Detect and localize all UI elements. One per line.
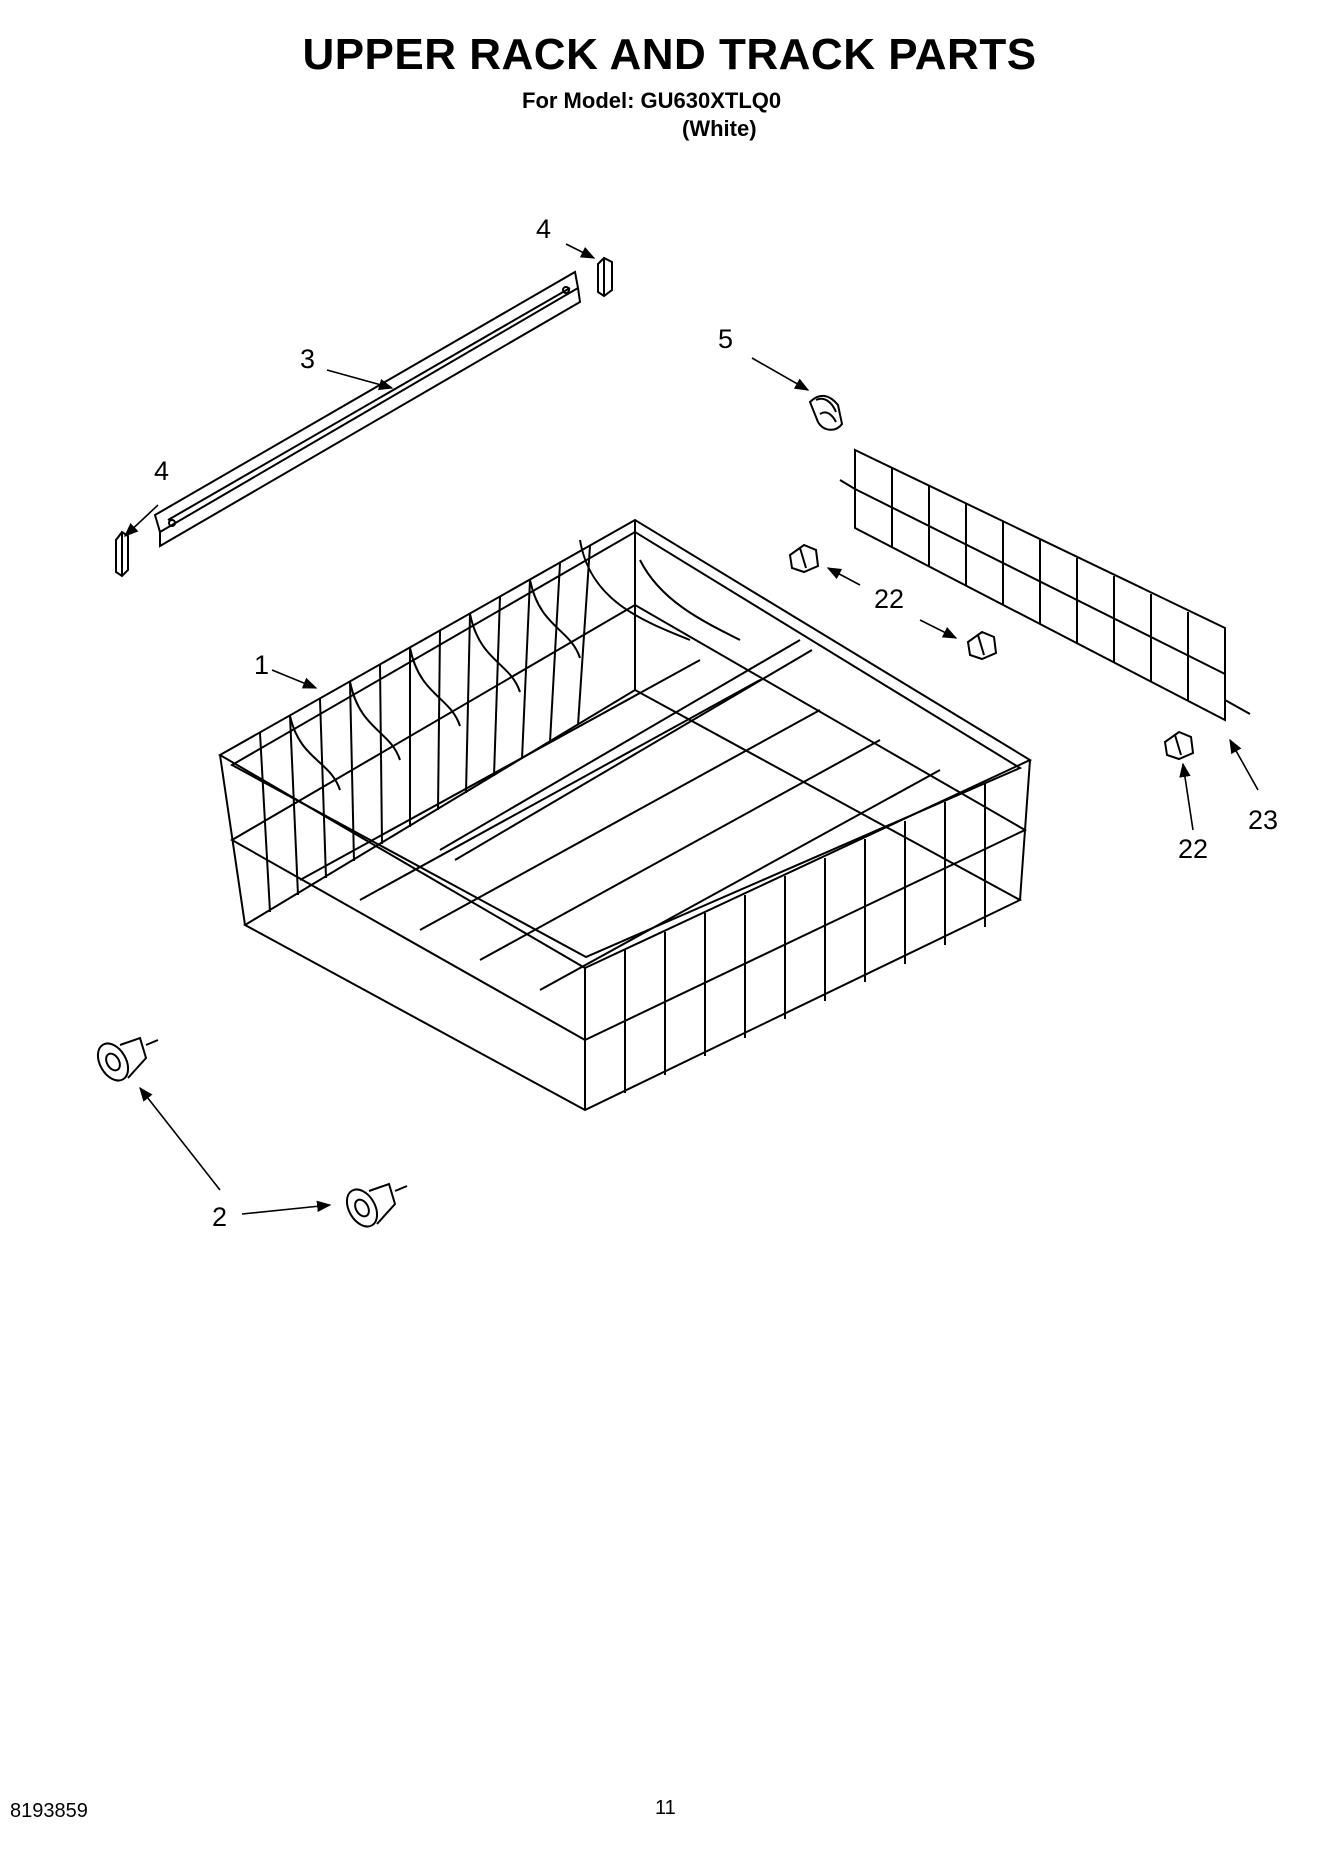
rack-wheel-right-part [345, 1182, 408, 1228]
rack-wheel-left-part [96, 1036, 159, 1082]
page-number: 11 [655, 1797, 676, 1819]
callout-4-top: 4 [536, 214, 552, 244]
leader-lines [123, 243, 1259, 1215]
rack-clip-lower-part [1163, 730, 1195, 761]
track-rail-part [153, 270, 582, 548]
callout-22-right: 22 [1178, 834, 1209, 864]
callout-5: 5 [718, 324, 734, 354]
color-line: (White) [682, 116, 757, 141]
callout-23: 23 [1248, 805, 1279, 835]
rack-clip-upper-part [788, 543, 820, 574]
callout-3: 3 [300, 344, 316, 374]
tine-clip-part [808, 394, 844, 431]
mesh-shield-part [839, 448, 1251, 722]
callout-1: 1 [254, 650, 270, 680]
callout-2: 2 [212, 1202, 228, 1232]
model-line: For Model: GU630XTLQ0 [522, 88, 782, 113]
track-stop-top-part [597, 256, 613, 298]
page-title: UPPER RACK AND TRACK PARTS [302, 30, 1037, 79]
track-stop-left-part [115, 530, 129, 578]
document-number: 8193859 [10, 1800, 88, 1822]
callout-4-left: 4 [154, 456, 170, 486]
callout-22-mid: 22 [874, 584, 905, 614]
upper-rack-part [217, 518, 1033, 1112]
rack-clip-middle-part [966, 630, 998, 661]
